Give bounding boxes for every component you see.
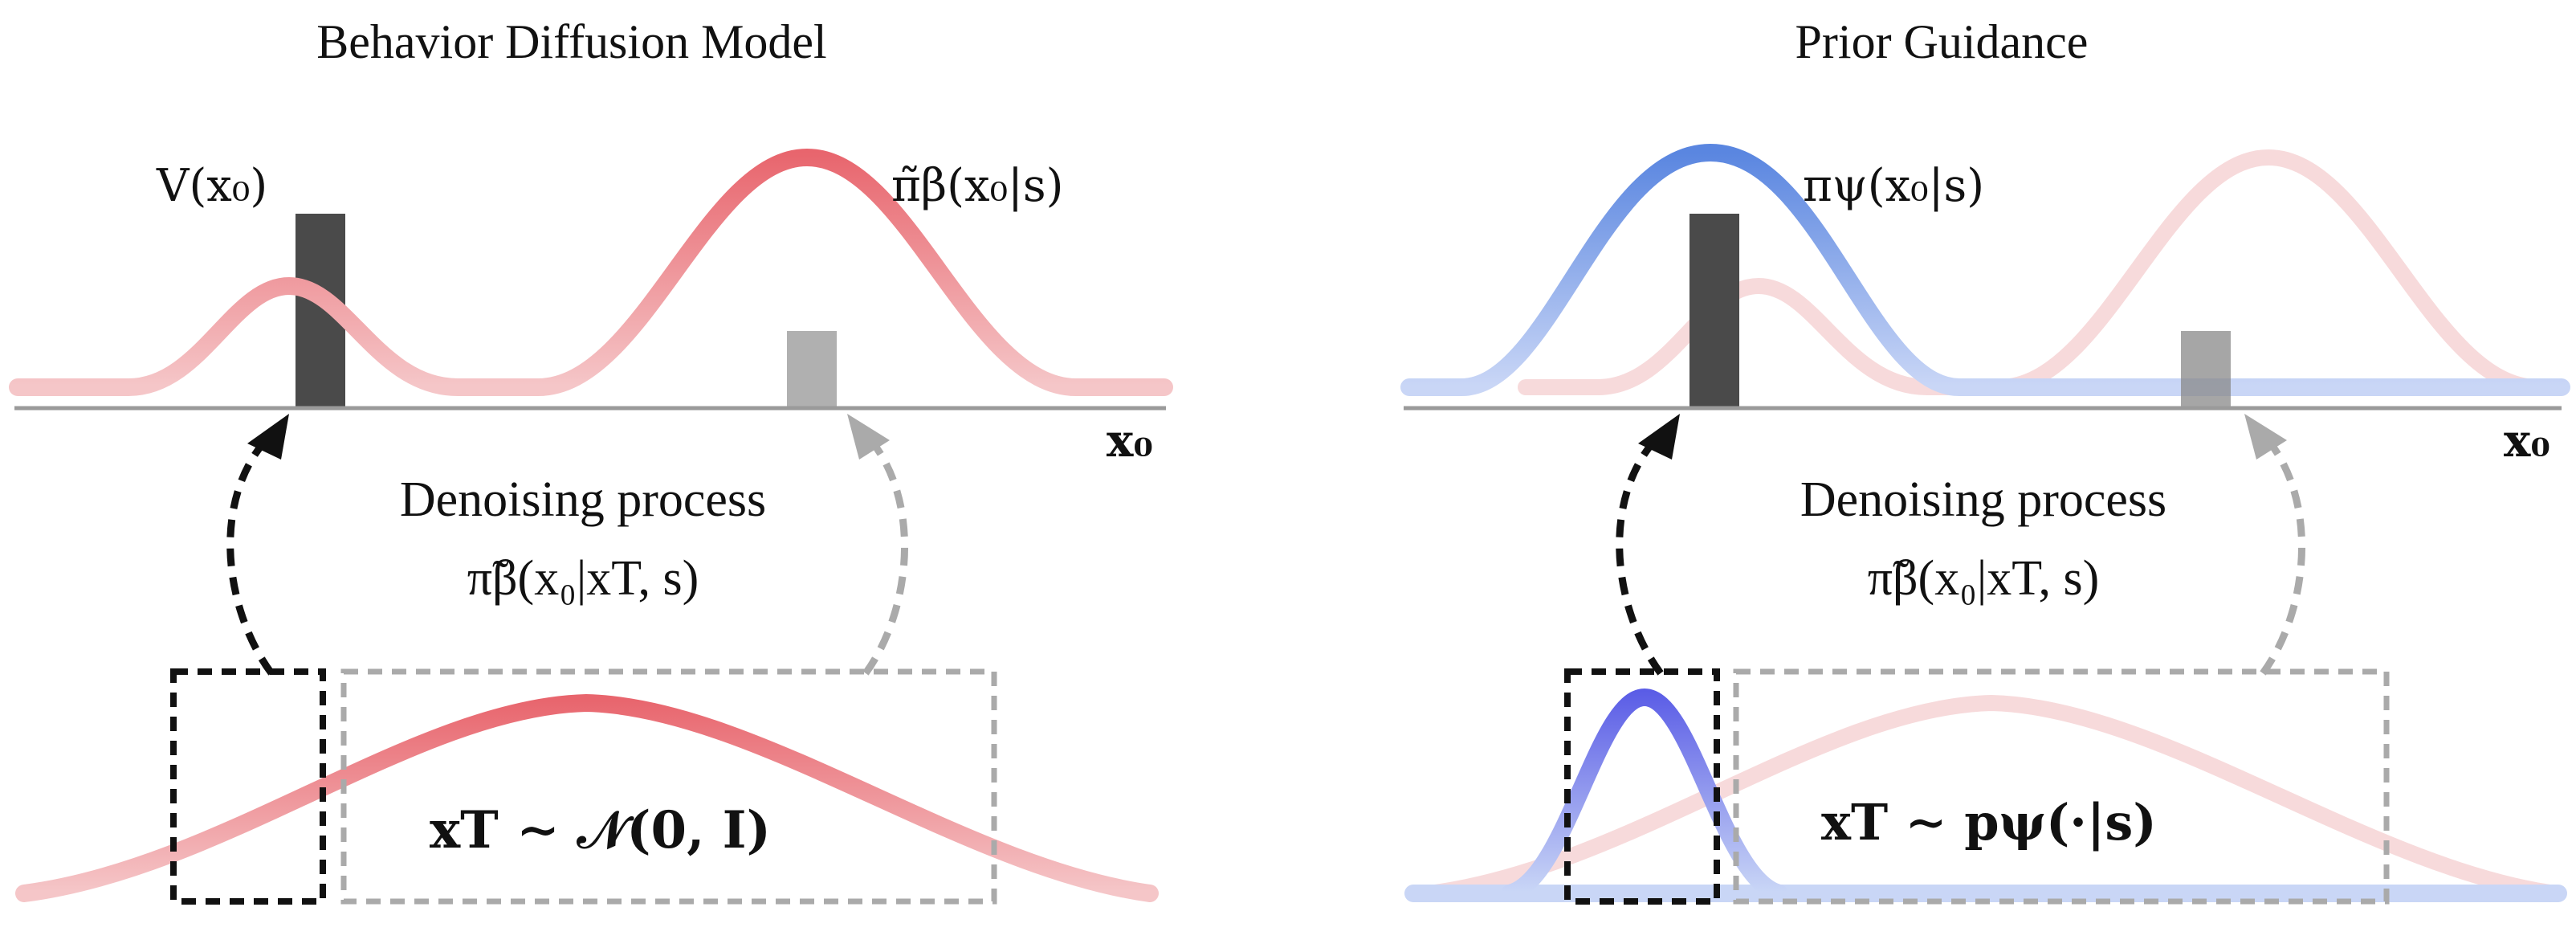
value-bar-low [787,331,837,410]
right-denoise-arrow-gray [2260,431,2306,676]
behavior-policy-curve [9,148,1173,396]
right-denoise-arrow-black [1616,431,1664,676]
right-panel-title: Prior Guidance [1795,15,2089,68]
left-noise-box [340,668,997,905]
right-axis-label: x₀ [2504,415,2550,468]
denoise-arrowhead-black [247,414,289,460]
denoise-arrowhead-gray [847,414,890,460]
right-noise-box [1733,668,2390,905]
right-process-formula: π̃β(x₀|xT, s) [1868,551,2100,606]
faded-noise-curve [1421,694,2563,901]
left-axis-label: x₀ [1107,415,1153,468]
prior-policy-label: πψ(x₀|s) [1803,160,1984,212]
right-value-bar-high [1689,214,1739,410]
left-panel-title: Behavior Diffusion Model [316,15,826,68]
value-function-label: V(x₀) [156,160,267,212]
right-selected-noise-box [1564,668,1720,905]
left-process-formula: π̃β(x₀|xT, s) [467,551,699,606]
left-selected-noise-box [170,668,326,905]
right-panel: Prior Guidance πψ(x₀|s) x₀ Denoising pro… [1400,15,2570,905]
denoise-arrow-black [226,431,275,676]
right-value-bar-low [2181,331,2231,410]
left-process-title: Denoising process [400,472,766,527]
behavior-policy-label: π̃β(x₀|s) [891,160,1064,212]
denoise-arrow-gray [862,431,909,676]
right-noise-label: xT ∼ pψ(·|s) [1821,793,2157,852]
faded-behavior-curve [1518,149,2562,395]
left-noise-curve [15,693,1159,902]
right-process-title: Denoising process [1800,472,2166,527]
right-denoise-arrowhead-black [1638,414,1680,460]
prior-policy-curve [1400,143,2570,396]
right-denoise-arrowhead-gray [2244,414,2287,460]
left-panel: Behavior Diffusion Model V(x₀) π̃β(x₀|s)… [9,15,1173,905]
prior-noise-curve [1501,688,1788,902]
left-noise-label: xT ∼ 𝒩(0, I) [430,800,771,860]
